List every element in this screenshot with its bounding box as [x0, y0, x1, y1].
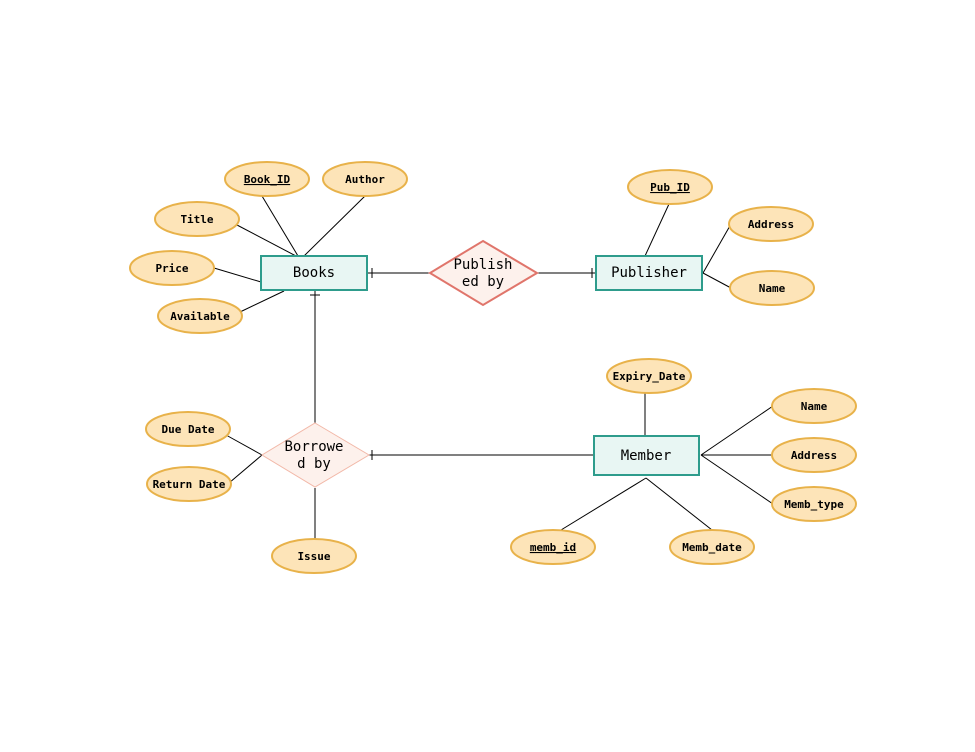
attribute-issue[interactable]: Issue [271, 538, 357, 574]
connector-pub-address [702, 223, 732, 274]
attribute-book-id-label: Book_ID [244, 173, 291, 186]
attribute-return-date-label: Return Date [153, 478, 226, 491]
attribute-expiry-date-label: Expiry_Date [613, 370, 686, 383]
attribute-pub-id-label: Pub_ID [650, 181, 690, 194]
attribute-memb-date-label: Memb_date [682, 541, 742, 554]
connector-author [303, 195, 366, 257]
connector-title [236, 224, 297, 257]
relationship-borrowed-by[interactable]: Borrowe d by [261, 422, 370, 488]
attribute-author[interactable]: Author [322, 161, 408, 197]
attribute-memb-type[interactable]: Memb_type [771, 486, 857, 522]
attribute-return-date[interactable]: Return Date [146, 466, 232, 502]
attribute-title-label: Title [180, 213, 213, 226]
attribute-memb-id-label: memb_id [530, 541, 576, 554]
connector-memb-date [645, 477, 713, 531]
connector-due-date [225, 434, 263, 456]
attribute-price-label: Price [155, 262, 188, 275]
attribute-pub-id[interactable]: Pub_ID [627, 169, 713, 205]
attribute-available-label: Available [170, 310, 230, 323]
attribute-memb-type-label: Memb_type [784, 498, 844, 511]
attribute-due-date-label: Due Date [162, 423, 215, 436]
entity-publisher-label: Publisher [611, 265, 687, 281]
attribute-title[interactable]: Title [154, 201, 240, 237]
relationship-published-by-line1: Publish [453, 257, 512, 273]
entity-publisher[interactable]: Publisher [595, 255, 703, 291]
connector-pub-id [644, 203, 670, 257]
attribute-price[interactable]: Price [129, 250, 215, 286]
relationship-published-by[interactable]: Publish ed by [428, 239, 539, 307]
attribute-book-id[interactable]: Book_ID [224, 161, 310, 197]
attribute-pub-address-label: Address [748, 218, 794, 231]
connector-available [239, 290, 285, 313]
connector-return-date [228, 454, 263, 484]
attribute-memb-address-label: Address [791, 449, 837, 462]
entity-member[interactable]: Member [593, 435, 700, 476]
attribute-author-label: Author [345, 173, 385, 186]
attribute-available[interactable]: Available [157, 298, 243, 334]
attribute-pub-name[interactable]: Name [729, 270, 815, 306]
connector-memb-type [700, 454, 774, 505]
entity-member-label: Member [621, 448, 672, 464]
attribute-due-date[interactable]: Due Date [145, 411, 231, 447]
attribute-memb-name[interactable]: Name [771, 388, 857, 424]
relationship-borrowed-by-line2: d by [297, 456, 331, 472]
attribute-pub-address[interactable]: Address [728, 206, 814, 242]
relationship-published-by-line2: ed by [462, 274, 504, 290]
attribute-issue-label: Issue [297, 550, 330, 563]
attribute-pub-name-label: Name [759, 282, 786, 295]
attribute-expiry-date[interactable]: Expiry_Date [606, 358, 692, 394]
entity-books-label: Books [293, 265, 335, 281]
connector-price [213, 267, 262, 283]
relationship-borrowed-by-line1: Borrowe [284, 439, 343, 455]
attribute-memb-address[interactable]: Address [771, 437, 857, 473]
entity-books[interactable]: Books [260, 255, 368, 291]
connector-pub-name [702, 272, 732, 289]
attributes: Book_ID Author Title Price Available Pub… [129, 161, 857, 574]
attribute-memb-date[interactable]: Memb_date [669, 529, 755, 565]
connectors [213, 195, 774, 540]
attribute-memb-name-label: Name [801, 400, 828, 413]
attribute-memb-id[interactable]: memb_id [510, 529, 596, 565]
connector-memb-id [560, 477, 647, 531]
connector-book-id [261, 195, 299, 257]
connector-memb-name [700, 405, 774, 456]
